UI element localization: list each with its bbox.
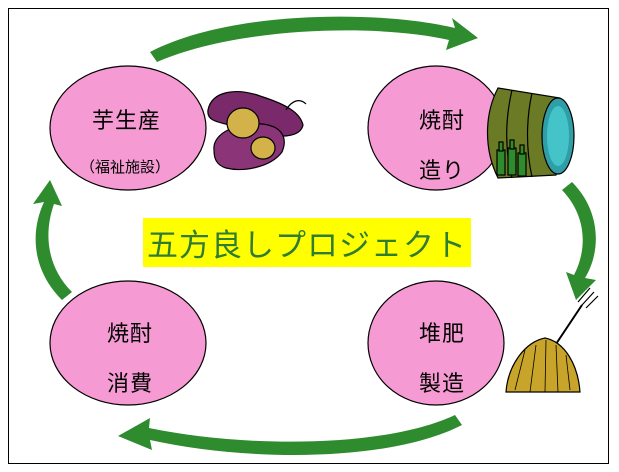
node-compost-label: 堆肥 bbox=[419, 322, 466, 347]
arrow-left bbox=[33, 180, 72, 300]
node-shochu-make-label: 焼酎 bbox=[419, 109, 466, 134]
arrow-right bbox=[562, 182, 596, 300]
node-compost-sublabel: 製造 bbox=[419, 372, 466, 397]
arrow-bottom bbox=[118, 415, 462, 455]
node-shochu-drink bbox=[49, 280, 207, 406]
arrow-top bbox=[150, 16, 478, 62]
node-shochu-make-sublabel: 造り bbox=[419, 159, 466, 184]
hay-pitchfork-icon bbox=[505, 287, 599, 393]
node-shochu-drink-label: 焼酎 bbox=[107, 322, 154, 347]
node-compost bbox=[367, 280, 505, 406]
sweet-potato-icon bbox=[207, 91, 307, 171]
barrel-icon bbox=[486, 87, 575, 179]
node-shochu-drink-sublabel: 消費 bbox=[107, 372, 154, 397]
node-potato-label: 芋生産 bbox=[92, 109, 162, 134]
node-potato-sublabel: （福祉施設） bbox=[80, 158, 171, 176]
diagram-frame bbox=[8, 8, 609, 464]
project-title: 五方良しプロジェクト bbox=[143, 218, 471, 267]
node-potato bbox=[49, 65, 207, 191]
